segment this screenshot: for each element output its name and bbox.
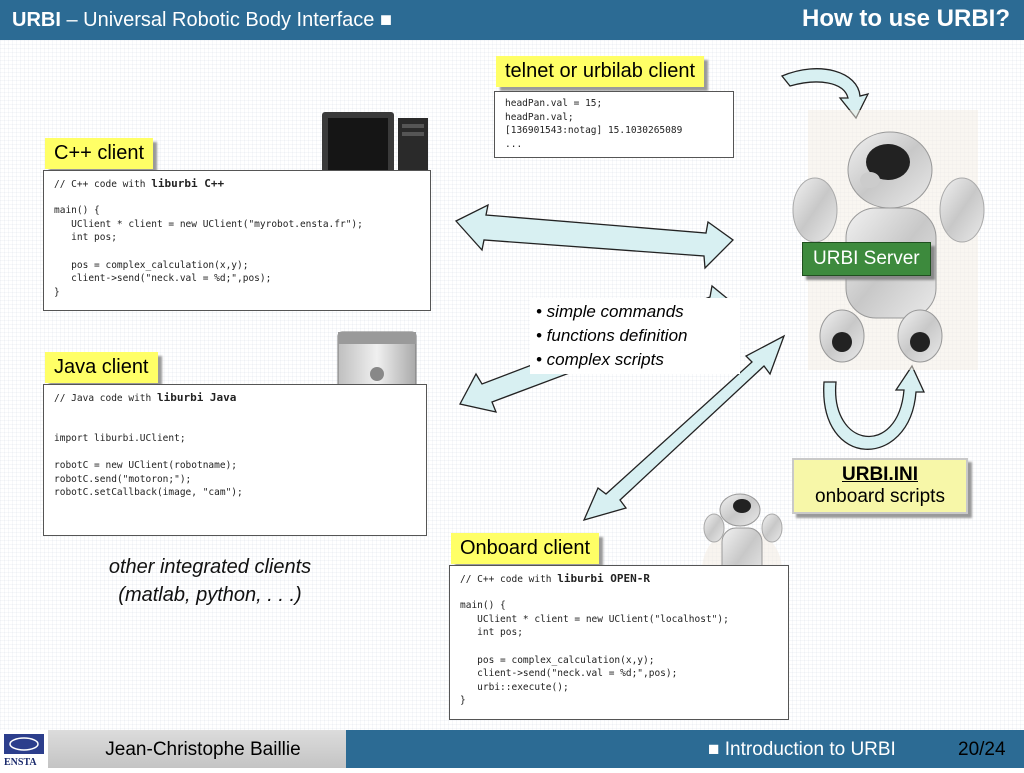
java-code-line — [54, 445, 416, 459]
onboard-code-line: client->send("neck.val = %d;",pos); — [460, 667, 778, 681]
cpp-client-label: C++ client — [45, 138, 153, 169]
ensta-logo-text: ENSTA — [4, 757, 37, 768]
java-code-line — [54, 405, 416, 419]
footer-section: ■ Introduction to URBI — [708, 739, 896, 761]
cpp-server-double-arrow — [456, 205, 733, 268]
onboard-lib-name: liburbi OPEN-R — [557, 572, 650, 585]
onboard-code-line: UClient * client = new UClient("localhos… — [460, 613, 778, 627]
other-clients-line2: (matlab, python, . . .) — [80, 581, 340, 609]
onboard-code-line — [460, 640, 778, 654]
java-code-line: robotC.setCallback(image, "cam"); — [54, 486, 416, 500]
cpp-code-line: UClient * client = new UClient("myrobot.… — [54, 218, 420, 232]
java-comment-text: // Java code with — [54, 393, 157, 404]
cpp-code-comment: // C++ code with liburbi C++ — [54, 177, 420, 191]
other-clients-line1: other integrated clients — [80, 553, 340, 581]
other-clients-note: other integrated clients (matlab, python… — [80, 553, 340, 609]
java-client-label: Java client — [45, 352, 158, 383]
cpp-code-line: pos = complex_calculation(x,y); — [54, 259, 420, 273]
urbi-ini-title: URBI.INI — [802, 464, 958, 486]
urbi-ini-subtitle: onboard scripts — [802, 486, 958, 508]
onboard-code-line: int pos; — [460, 626, 778, 640]
robot-dog-aibo-icon — [793, 110, 984, 370]
ensta-logo-icon: ENSTA — [0, 730, 48, 768]
footer-author: Jean-Christophe Baillie — [78, 739, 328, 761]
cpp-code-line — [54, 245, 420, 259]
java-lib-name: liburbi Java — [157, 391, 236, 404]
java-code-line: robotC.send("motoron;"); — [54, 473, 416, 487]
onboard-code-line: urbi::execute(); — [460, 681, 778, 695]
cpp-lib-name: liburbi C++ — [151, 177, 224, 190]
feature-item: • simple commands — [536, 300, 734, 324]
urbi-ini-box: URBI.INI onboard scripts — [792, 458, 968, 514]
cpp-code-box: // C++ code with liburbi C++ main() { UC… — [43, 170, 431, 311]
cpp-code-line — [54, 191, 420, 205]
urbi-server-label: URBI Server — [802, 242, 931, 276]
onboard-code-comment: // C++ code with liburbi OPEN-R — [460, 572, 778, 586]
java-code-line: robotC = new UClient(robotname); — [54, 459, 416, 473]
footer-page-number: 20/24 — [958, 739, 1006, 761]
java-code-line — [54, 418, 416, 432]
java-code-line: import liburbi.UClient; — [54, 432, 416, 446]
java-code-comment: // Java code with liburbi Java — [54, 391, 416, 405]
cpp-comment-text: // C++ code with — [54, 179, 151, 190]
onboard-comment-text: // C++ code with — [460, 574, 557, 585]
onboard-code-line — [460, 586, 778, 600]
onboard-code-line: main() { — [460, 599, 778, 613]
feature-item: • functions definition — [536, 324, 734, 348]
java-code-box: // Java code with liburbi Java import li… — [43, 384, 427, 536]
cpp-code-line: client->send("neck.val = %d;",pos); — [54, 272, 420, 286]
ini-loop-arrow — [824, 366, 924, 449]
cpp-code-line: main() { — [54, 204, 420, 218]
onboard-code-box: // C++ code with liburbi OPEN-R main() {… — [449, 565, 789, 720]
cpp-code-line: } — [54, 286, 420, 300]
telnet-code-line: [136901543:notag] 15.1030265089 — [505, 124, 723, 138]
telnet-code-line: ... — [505, 138, 723, 152]
telnet-client-label: telnet or urbilab client — [496, 56, 704, 87]
ensta-logo-graphic: ENSTA — [0, 730, 48, 768]
onboard-code-line: } — [460, 694, 778, 708]
onboard-client-label: Onboard client — [451, 533, 599, 564]
telnet-code-box: headPan.val = 15; headPan.val; [13690154… — [494, 91, 734, 158]
feature-item: • complex scripts — [536, 348, 734, 372]
urbi-features-list: • simple commands • functions definition… — [530, 298, 740, 374]
slide-footer: ENSTA Jean-Christophe Baillie ■ Introduc… — [0, 730, 1024, 768]
telnet-code-line: headPan.val = 15; — [505, 97, 723, 111]
telnet-code-line: headPan.val; — [505, 111, 723, 125]
cpp-code-line: int pos; — [54, 231, 420, 245]
onboard-code-line: pos = complex_calculation(x,y); — [460, 654, 778, 668]
